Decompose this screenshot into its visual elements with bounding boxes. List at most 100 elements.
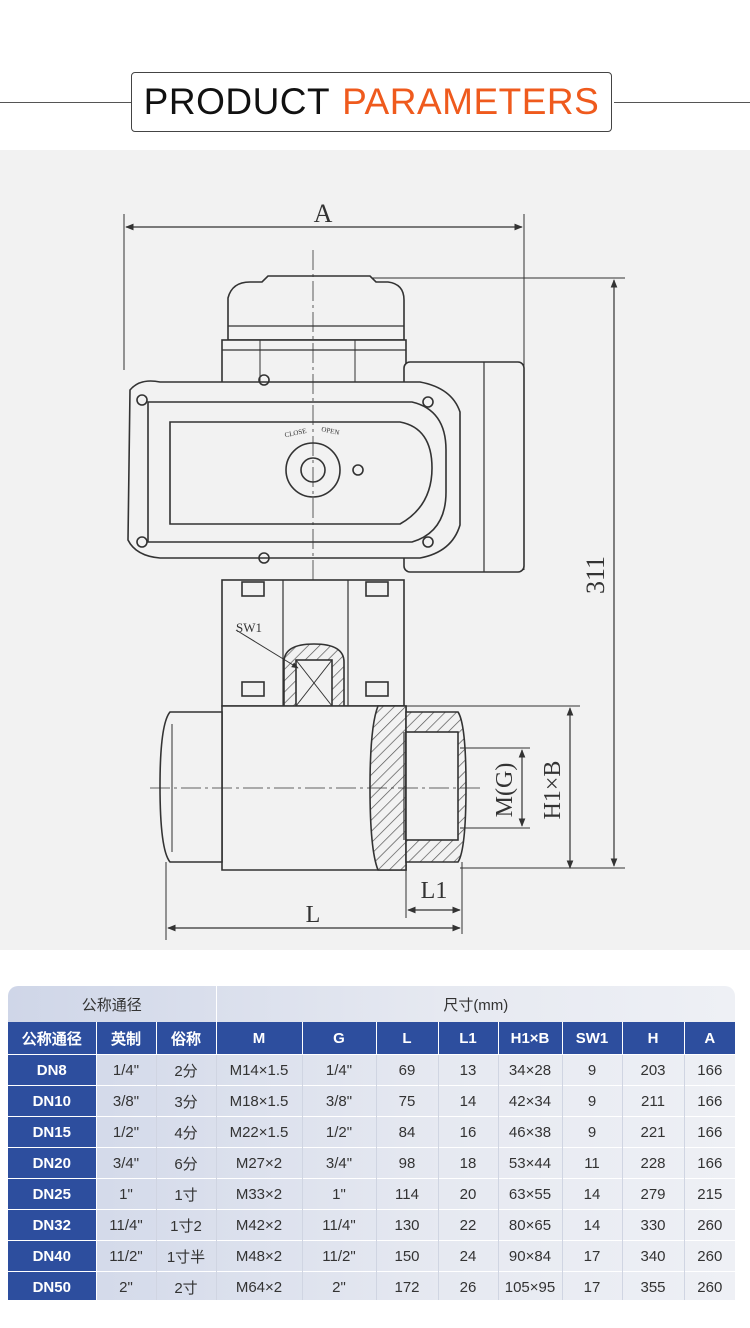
column-header-l1: L1 (438, 1022, 499, 1055)
cell-h1b: 46×38 (498, 1116, 563, 1148)
cell-g: 2" (302, 1271, 377, 1300)
open-label: OPEN (321, 425, 341, 437)
cell-sw1: 9 (562, 1116, 623, 1148)
cell-m: M42×2 (216, 1209, 303, 1241)
cell-nominal: DN50 (8, 1271, 97, 1300)
cell-l: 75 (376, 1085, 439, 1117)
cell-imperial: 3/8" (96, 1085, 157, 1117)
cell-m: M18×1.5 (216, 1085, 303, 1117)
cell-sw1: 17 (562, 1240, 623, 1272)
dim-label-h1b: H1×B (540, 761, 566, 820)
cell-nominal: DN25 (8, 1178, 97, 1210)
cell-a: 260 (684, 1240, 735, 1272)
cell-h: 203 (622, 1054, 685, 1086)
cell-imperial: 2" (96, 1271, 157, 1300)
column-header-a: A (684, 1022, 735, 1055)
cell-nominal: DN20 (8, 1147, 97, 1179)
cell-common: 1寸半 (156, 1240, 217, 1272)
cell-h: 228 (622, 1147, 685, 1179)
cell-sw1: 9 (562, 1085, 623, 1117)
cell-a: 166 (684, 1054, 735, 1086)
cell-m: M48×2 (216, 1240, 303, 1272)
dim-label-sw1: SW1 (236, 620, 262, 635)
cell-sw1: 9 (562, 1054, 623, 1086)
dim-label-a: A (314, 199, 333, 228)
header-rule-right (614, 102, 750, 103)
dim-label-l: L (306, 902, 321, 928)
cell-sw1: 11 (562, 1147, 623, 1179)
cell-nominal: DN15 (8, 1116, 97, 1148)
cell-l: 172 (376, 1271, 439, 1300)
cell-sw1: 17 (562, 1271, 623, 1300)
cell-m: M27×2 (216, 1147, 303, 1179)
column-header-l: L (376, 1022, 439, 1055)
column-header-m: M (216, 1022, 303, 1055)
column-header-h1b: H1×B (498, 1022, 563, 1055)
cell-nominal: DN10 (8, 1085, 97, 1117)
cell-m: M22×1.5 (216, 1116, 303, 1148)
cell-a: 260 (684, 1271, 735, 1300)
cell-h1b: 63×55 (498, 1178, 563, 1210)
cell-a: 260 (684, 1209, 735, 1241)
cell-l: 130 (376, 1209, 439, 1241)
cell-a: 215 (684, 1178, 735, 1210)
column-header-sw1: SW1 (562, 1022, 623, 1055)
dim-label-mg: M(G) (492, 763, 518, 818)
cell-m: M14×1.5 (216, 1054, 303, 1086)
cell-imperial: 1" (96, 1178, 157, 1210)
cell-common: 4分 (156, 1116, 217, 1148)
cell-m: M33×2 (216, 1178, 303, 1210)
cell-h1b: 90×84 (498, 1240, 563, 1272)
cell-l: 69 (376, 1054, 439, 1086)
cell-common: 6分 (156, 1147, 217, 1179)
group-header-row: 公称通径 尺寸(mm) (8, 986, 735, 1022)
title-dark-word: PRODUCT (143, 81, 331, 122)
cell-a: 166 (684, 1085, 735, 1117)
column-header-common: 俗称 (156, 1022, 217, 1055)
cell-h1b: 42×34 (498, 1085, 563, 1117)
cell-g: 1" (302, 1178, 377, 1210)
cell-imperial: 11/4" (96, 1209, 157, 1241)
valve-drawing-panel: A 311 SW1 M(G) H1×B L1 L CLOSE OPEN (0, 150, 750, 950)
cell-g: 1/2" (302, 1116, 377, 1148)
cell-g: 3/8" (302, 1085, 377, 1117)
cell-h1b: 34×28 (498, 1054, 563, 1086)
column-header-nominal: 公称通径 (8, 1022, 97, 1055)
title-accent-word: PARAMETERS (342, 81, 600, 122)
dim-label-l1: L1 (421, 878, 448, 904)
cell-l1: 18 (438, 1147, 499, 1179)
dim-label-311: 311 (581, 556, 610, 594)
cell-m: M64×2 (216, 1271, 303, 1300)
cell-imperial: 1/2" (96, 1116, 157, 1148)
cell-h: 340 (622, 1240, 685, 1272)
cell-nominal: DN40 (8, 1240, 97, 1272)
valve-technical-drawing: A 311 SW1 M(G) H1×B L1 L CLOSE OPEN (123, 199, 625, 940)
cell-imperial: 1/4" (96, 1054, 157, 1086)
cell-h: 330 (622, 1209, 685, 1241)
cell-nominal: DN32 (8, 1209, 97, 1241)
cell-l: 84 (376, 1116, 439, 1148)
section-title: PRODUCT PARAMETERS (131, 72, 612, 132)
cell-sw1: 14 (562, 1178, 623, 1210)
cell-common: 1寸 (156, 1178, 217, 1210)
column-header-h: H (622, 1022, 685, 1055)
header-rule-left (0, 102, 131, 103)
cell-common: 2分 (156, 1054, 217, 1086)
cell-l1: 26 (438, 1271, 499, 1300)
cell-a: 166 (684, 1147, 735, 1179)
cell-common: 2寸 (156, 1271, 217, 1300)
cell-l: 150 (376, 1240, 439, 1272)
cell-nominal: DN8 (8, 1054, 97, 1086)
cell-l1: 16 (438, 1116, 499, 1148)
cell-l: 98 (376, 1147, 439, 1179)
